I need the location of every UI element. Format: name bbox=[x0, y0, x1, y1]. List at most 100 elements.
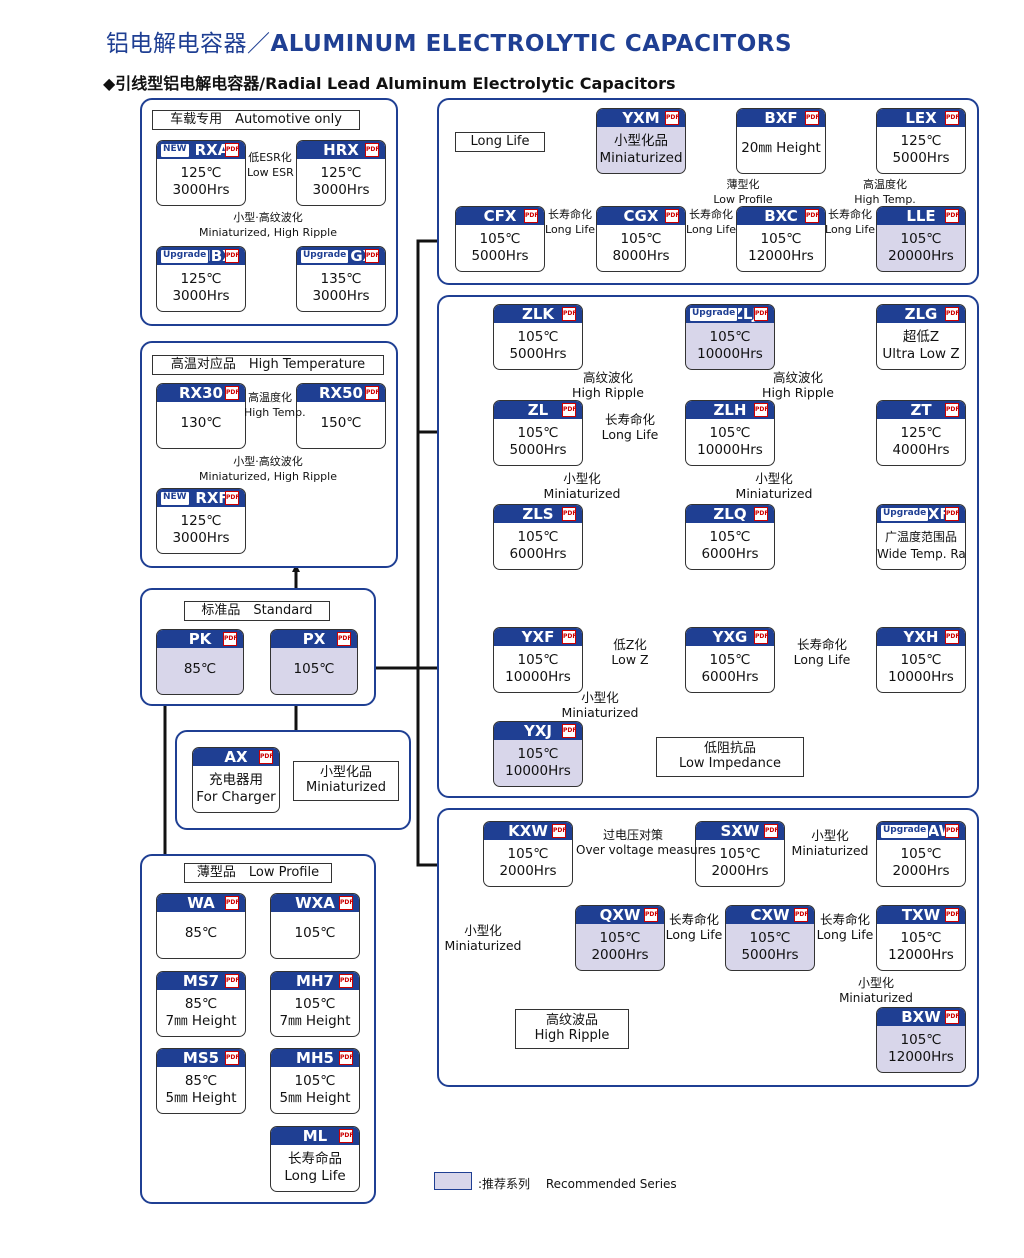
pdf-icon[interactable]: PDF bbox=[945, 630, 959, 644]
pdf-icon[interactable]: PDF bbox=[562, 307, 576, 321]
annotation-low-z: 低Z化 Low Z bbox=[611, 637, 649, 667]
annotation-miniaturized-sxw: 小型化 Miniaturized bbox=[791, 828, 869, 858]
pdf-icon[interactable]: PDF bbox=[562, 630, 576, 644]
pdf-icon[interactable]: PDF bbox=[552, 824, 566, 838]
pdf-icon[interactable]: PDF bbox=[223, 632, 237, 646]
pdf-icon[interactable]: PDF bbox=[225, 1051, 239, 1065]
series-spec: 105℃ 6000Hrs bbox=[701, 529, 759, 562]
pdf-icon[interactable]: PDF bbox=[945, 824, 959, 838]
pdf-icon[interactable]: PDF bbox=[225, 249, 239, 263]
pdf-icon[interactable]: PDF bbox=[225, 143, 239, 157]
page-title: 铝电解电容器／ALUMINUM ELECTROLYTIC CAPACITORS bbox=[106, 31, 793, 57]
pdf-icon[interactable]: PDF bbox=[365, 143, 379, 157]
pdf-icon[interactable]: PDF bbox=[665, 111, 679, 125]
pdf-icon[interactable]: PDF bbox=[794, 908, 808, 922]
pdf-icon[interactable]: PDF bbox=[754, 630, 768, 644]
pdf-icon[interactable]: PDF bbox=[225, 491, 239, 505]
series-spec: 105℃ 6000Hrs bbox=[509, 529, 567, 562]
pdf-icon[interactable]: PDF bbox=[365, 249, 379, 263]
pdf-icon[interactable]: PDF bbox=[339, 1129, 353, 1143]
pdf-icon[interactable]: PDF bbox=[945, 111, 959, 125]
pdf-icon[interactable]: PDF bbox=[754, 403, 768, 417]
pdf-icon[interactable]: PDF bbox=[665, 209, 679, 223]
pdf-icon[interactable]: PDF bbox=[945, 507, 959, 521]
pdf-icon[interactable]: PDF bbox=[524, 209, 538, 223]
pdf-icon[interactable]: PDF bbox=[225, 386, 239, 400]
series-spec: 105℃ 2000Hrs bbox=[499, 846, 557, 879]
pdf-icon[interactable]: PDF bbox=[945, 307, 959, 321]
pdf-icon[interactable]: PDF bbox=[339, 1051, 353, 1065]
pdf-icon[interactable]: PDF bbox=[562, 507, 576, 521]
pdf-icon[interactable]: PDF bbox=[644, 908, 658, 922]
pdf-icon[interactable]: PDF bbox=[562, 403, 576, 417]
series-label: HRX bbox=[323, 141, 359, 159]
pdf-icon[interactable]: PDF bbox=[339, 974, 353, 988]
pdf-icon[interactable]: PDF bbox=[754, 507, 768, 521]
pdf-icon[interactable]: PDF bbox=[365, 386, 379, 400]
pdf-icon[interactable]: PDF bbox=[339, 896, 353, 910]
pdf-icon[interactable]: PDF bbox=[259, 750, 273, 764]
series-spec: 105℃ 5000Hrs bbox=[741, 930, 799, 963]
pdf-icon[interactable]: PDF bbox=[805, 209, 819, 223]
pdf-icon[interactable]: PDF bbox=[945, 908, 959, 922]
pdf-icon[interactable]: PDF bbox=[754, 307, 768, 321]
pdf-icon[interactable]: PDF bbox=[225, 896, 239, 910]
pdf-icon[interactable]: PDF bbox=[225, 974, 239, 988]
pdf-icon[interactable]: PDF bbox=[562, 724, 576, 738]
pdf-icon[interactable]: PDF bbox=[764, 824, 778, 838]
pdf-icon[interactable]: PDF bbox=[805, 111, 819, 125]
pdf-icon[interactable]: PDF bbox=[945, 1010, 959, 1024]
pdf-icon[interactable]: PDF bbox=[945, 209, 959, 223]
pdf-icon[interactable]: PDF bbox=[337, 632, 351, 646]
pdf-icon[interactable]: PDF bbox=[945, 403, 959, 417]
series-spec: 125℃ 3000Hrs bbox=[172, 513, 230, 546]
